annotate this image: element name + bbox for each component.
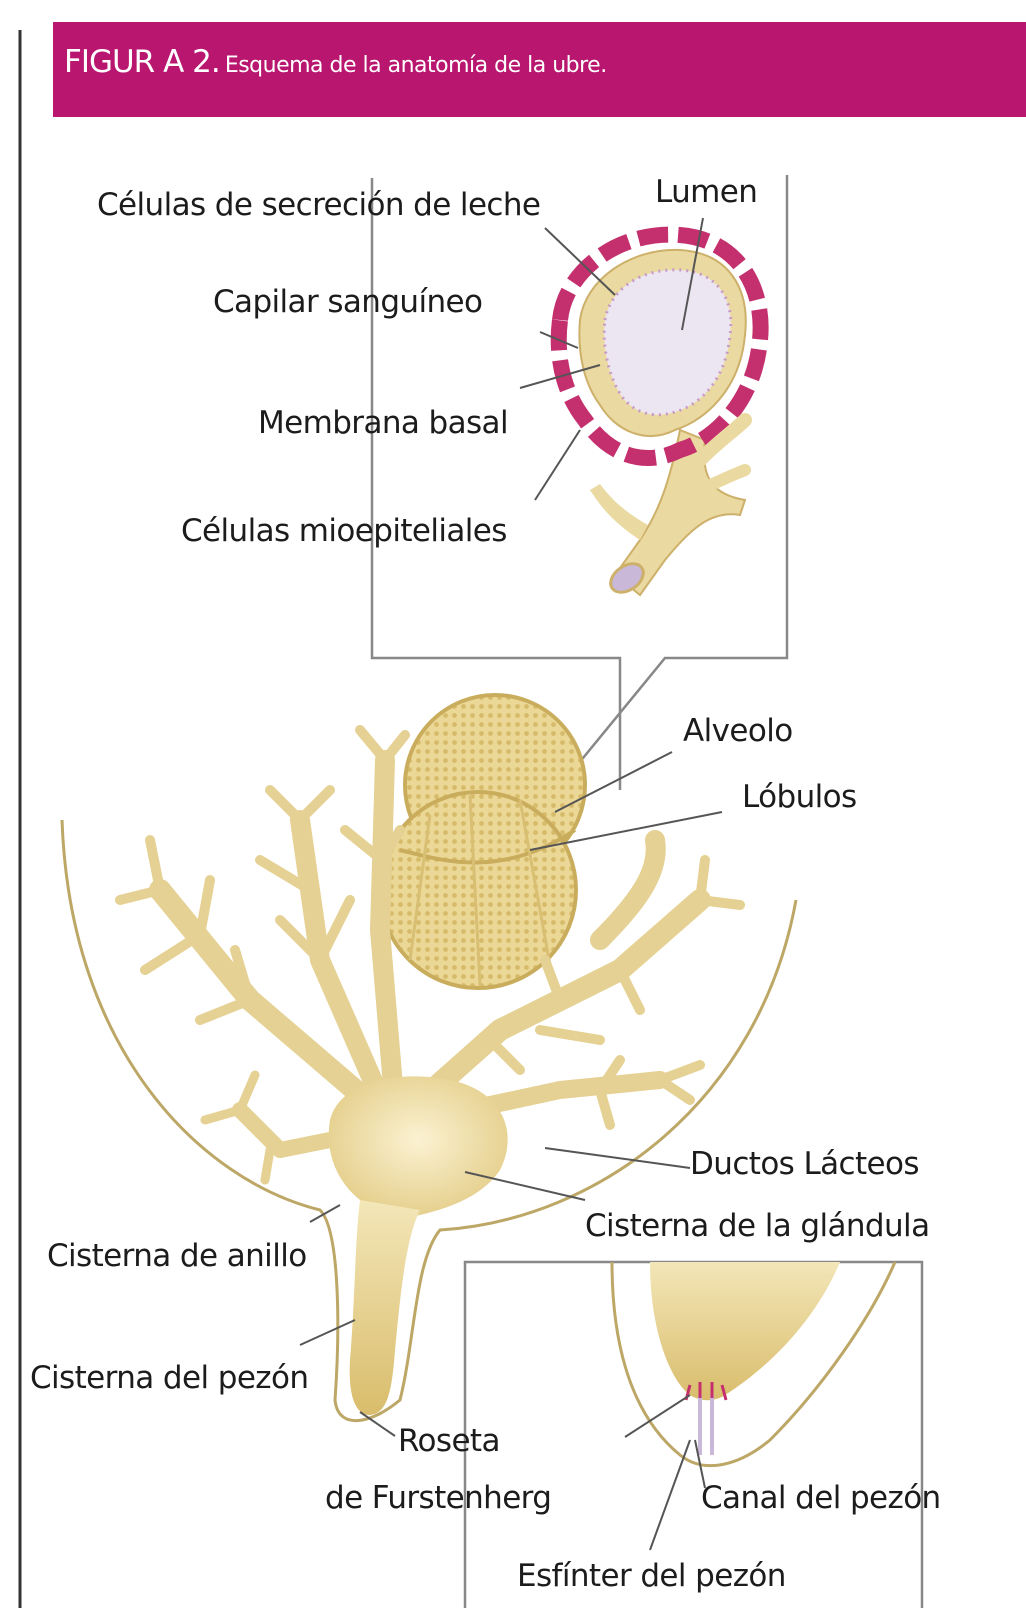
label-esfinter-pezon: Esfínter del pezón <box>517 1558 786 1594</box>
lobule-cluster <box>380 695 585 988</box>
label-furstenherg: de Furstenherg <box>325 1480 551 1516</box>
label-cisterna-glandula: Cisterna de la glándula <box>585 1208 929 1244</box>
label-celulas-secrecion: Células de secreción de leche <box>97 187 540 223</box>
label-roseta: Roseta <box>398 1423 500 1459</box>
label-lumen: Lumen <box>655 174 757 210</box>
label-alveolo: Alveolo <box>683 713 793 749</box>
label-canal-pezon: Canal del pezón <box>701 1480 941 1516</box>
label-membrana-basal: Membrana basal <box>258 405 508 441</box>
teat-canal <box>700 1395 712 1455</box>
label-celulas-mioepiteliales: Células mioepiteliales <box>181 513 507 549</box>
teat-inset-cistern <box>650 1262 840 1400</box>
label-cisterna-anillo: Cisterna de anillo <box>47 1238 307 1274</box>
teat-cistern <box>350 1200 420 1415</box>
alveolus-detail <box>559 235 761 599</box>
label-cisterna-pezon: Cisterna del pezón <box>30 1360 308 1396</box>
gland-cistern <box>329 1076 508 1216</box>
label-capilar: Capilar sanguíneo <box>213 284 482 320</box>
label-lobulos: Lóbulos <box>742 779 857 815</box>
label-ductos-lacteos: Ductos Lácteos <box>690 1146 919 1182</box>
